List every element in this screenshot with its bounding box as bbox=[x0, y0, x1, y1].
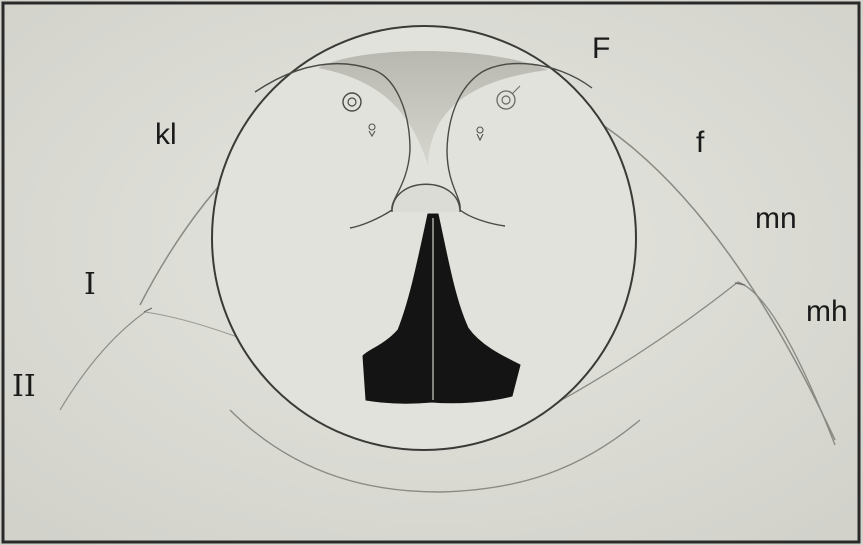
label-f: f bbox=[696, 128, 704, 158]
label-I: I bbox=[84, 270, 96, 300]
label-II: II bbox=[12, 372, 36, 402]
label-mn: mn bbox=[755, 204, 797, 234]
label-kl: kl bbox=[155, 120, 177, 150]
label-F: F bbox=[592, 34, 610, 64]
label-mh: mh bbox=[806, 297, 848, 327]
